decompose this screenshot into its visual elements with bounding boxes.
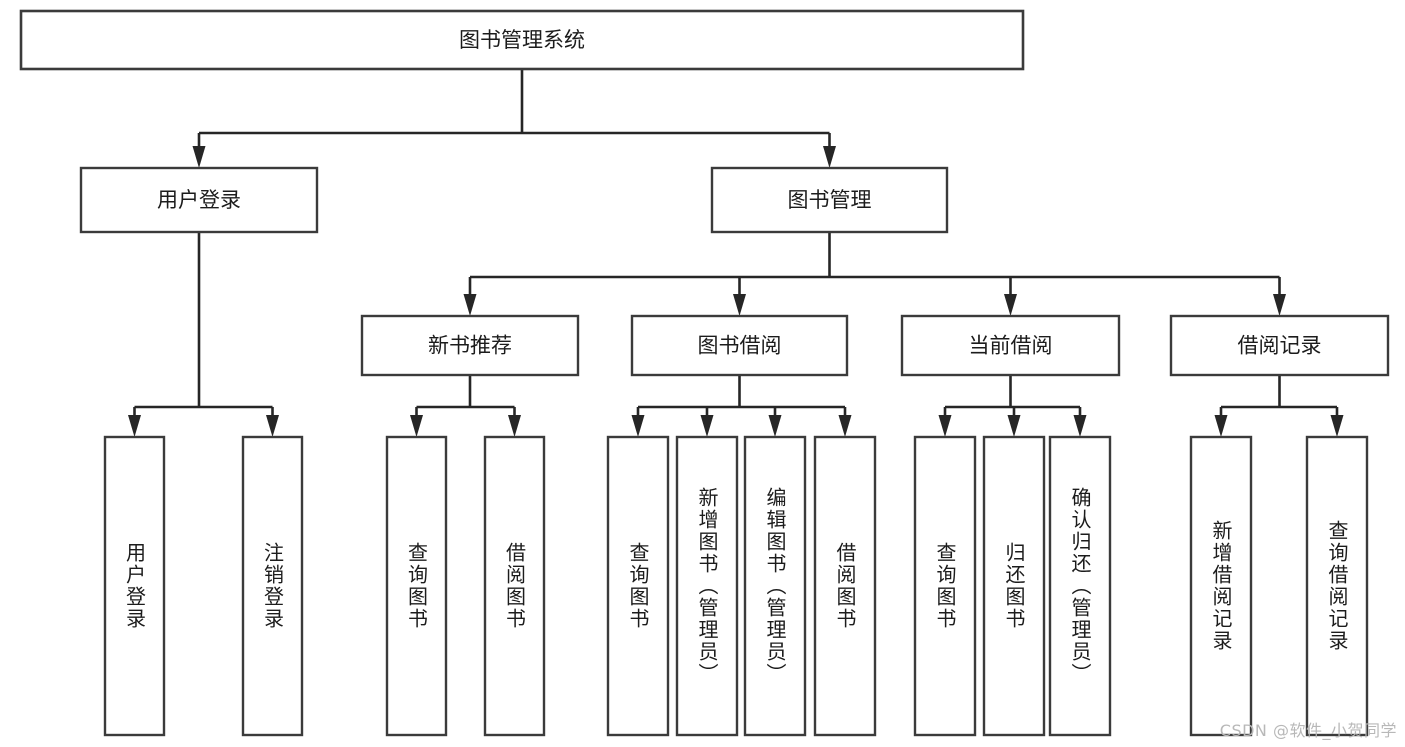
arrowhead-userlogin-to-leaf-1 <box>266 415 279 437</box>
arrowhead-record-to-leaf-0 <box>1214 415 1228 437</box>
arrowhead-bookmgmt-to-level3-0 <box>463 294 477 316</box>
node-box-leaf-12[interactable] <box>1305 435 1369 737</box>
arrowhead-borrow-to-leaf-3 <box>838 415 852 437</box>
arrowhead-borrow-to-leaf-2 <box>768 415 782 437</box>
arrowhead-current-to-leaf-0 <box>938 415 952 437</box>
connector-layer <box>128 69 1344 437</box>
node-box-leaf-2[interactable] <box>385 435 448 737</box>
arrowhead-root-to-level2-1 <box>823 146 836 168</box>
node-box-leaf-3[interactable] <box>483 435 546 737</box>
node-box-level2-0[interactable] <box>79 166 319 234</box>
node-box-level3-2[interactable] <box>900 314 1121 377</box>
node-box-leaf-10[interactable] <box>1048 435 1112 737</box>
arrowhead-bookmgmt-to-level3-1 <box>733 294 746 316</box>
node-box-leaf-6[interactable] <box>743 435 807 737</box>
node-label-level3-2: 当前借阅 <box>969 334 1053 358</box>
node-box-leaf-4[interactable] <box>606 435 670 737</box>
arrowhead-bookmgmt-to-level3-3 <box>1273 294 1286 316</box>
node-label-level2-1: 图书管理 <box>788 188 872 212</box>
arrowhead-newbook-to-leaf-0 <box>410 415 423 437</box>
node-label-level3-3: 借阅记录 <box>1238 334 1322 358</box>
arrowhead-newbook-to-leaf-1 <box>508 415 521 437</box>
node-box-leaf-0[interactable] <box>103 435 166 737</box>
node-label-level3-1: 图书借阅 <box>698 334 782 358</box>
node-label-level3-0: 新书推荐 <box>428 334 512 358</box>
arrowhead-bookmgmt-to-level3-2 <box>1004 294 1017 316</box>
node-label-root: 图书管理系统 <box>459 28 585 52</box>
node-box-level3-0[interactable] <box>360 314 580 377</box>
node-box-leaf-1[interactable] <box>241 435 304 737</box>
arrowhead-borrow-to-leaf-0 <box>631 415 645 437</box>
arrowhead-borrow-to-leaf-1 <box>700 415 714 437</box>
node-box-level3-1[interactable] <box>630 314 849 377</box>
node-box-leaf-8[interactable] <box>913 435 977 737</box>
node-label-level2-0: 用户登录 <box>157 188 241 212</box>
arrowhead-current-to-leaf-2 <box>1073 415 1087 437</box>
node-box-leaf-5[interactable] <box>675 435 739 737</box>
arrowhead-userlogin-to-leaf-0 <box>128 415 141 437</box>
node-box-level3-3[interactable] <box>1169 314 1390 377</box>
node-box-level2-1[interactable] <box>710 166 949 234</box>
arrowhead-root-to-level2-0 <box>192 146 206 168</box>
node-box-leaf-11[interactable] <box>1189 435 1253 737</box>
arrowhead-record-to-leaf-1 <box>1330 415 1344 437</box>
node-box-leaf-9[interactable] <box>982 435 1046 737</box>
arrowhead-current-to-leaf-1 <box>1007 415 1021 437</box>
watermark-text: CSDN @软件_小贺同学 <box>1219 721 1397 740</box>
node-box-root[interactable] <box>19 9 1025 71</box>
node-box-leaf-7[interactable] <box>813 435 877 737</box>
node-box-layer <box>19 9 1390 737</box>
